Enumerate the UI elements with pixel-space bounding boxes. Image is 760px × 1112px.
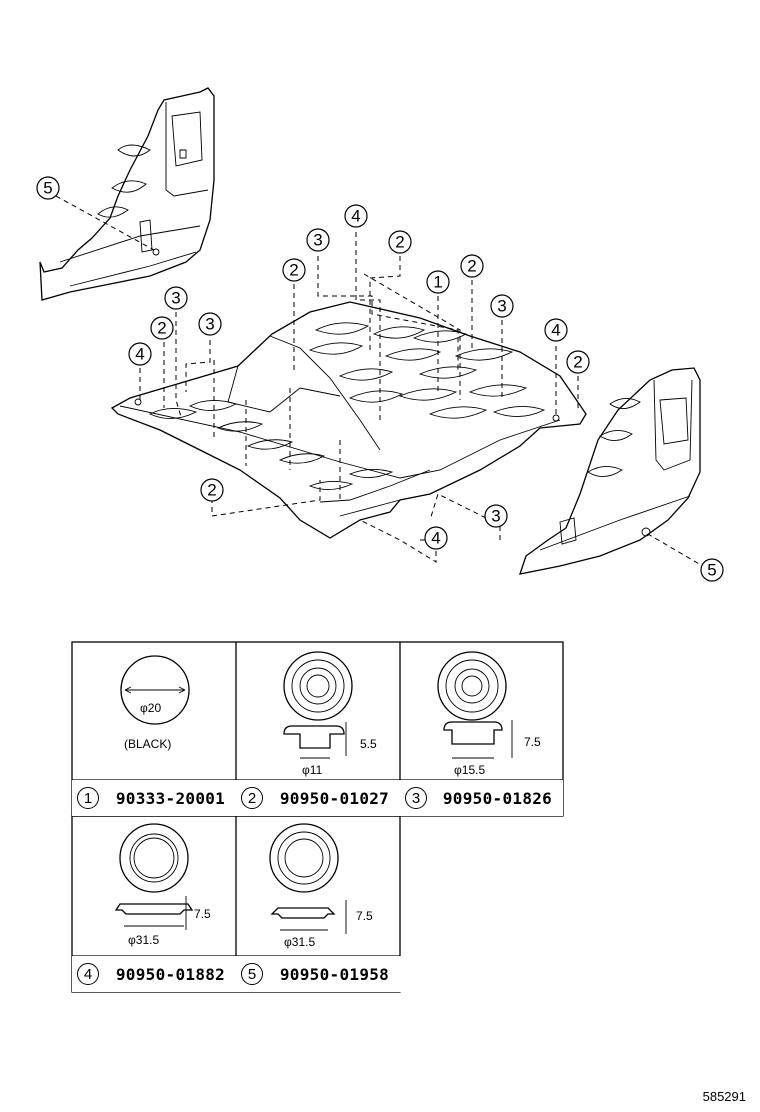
callout-5-left: 5 <box>36 176 60 200</box>
dimension-labels: φ20 (BLACK) 5.5 φ11 7.5 φ15.5 7.5 φ31.5 … <box>124 701 541 949</box>
part-row-5: 5 90950-01958 <box>236 956 401 992</box>
callout-2-left: 2 <box>150 316 174 340</box>
right-side-panel <box>519 367 701 575</box>
callout-3-left-b: 3 <box>198 312 222 336</box>
callout-2-right: 2 <box>460 254 484 278</box>
part-number-4: 90950-01882 <box>115 964 226 984</box>
part5-height: 7.5 <box>356 909 373 923</box>
svg-text:4: 4 <box>431 529 440 548</box>
callout-3-left-a: 3 <box>164 286 188 310</box>
svg-text:3: 3 <box>491 507 500 526</box>
svg-text:3: 3 <box>313 231 322 250</box>
callout-2-top: 2 <box>388 230 412 254</box>
floor-pan <box>110 301 587 539</box>
part4-height: 7.5 <box>194 907 211 921</box>
part3-height: 7.5 <box>524 735 541 749</box>
svg-text:5: 5 <box>43 179 52 198</box>
part4-dia: φ31.5 <box>128 933 159 947</box>
svg-text:2: 2 <box>395 233 404 252</box>
part-index-1: 1 <box>77 787 99 809</box>
callout-3-right: 3 <box>490 294 514 318</box>
part-number-1: 90333-20001 <box>115 788 226 808</box>
svg-text:4: 4 <box>351 207 360 226</box>
callout-1: 1 <box>426 270 450 294</box>
svg-text:2: 2 <box>467 257 476 276</box>
callout-2-far-right: 2 <box>566 350 590 374</box>
left-side-panel <box>39 87 215 301</box>
svg-text:2: 2 <box>289 261 298 280</box>
svg-text:2: 2 <box>207 481 216 500</box>
diagram-id: 585291 <box>702 1089 746 1104</box>
svg-text:3: 3 <box>497 297 506 316</box>
part2-height: 5.5 <box>360 737 377 751</box>
svg-text:5: 5 <box>707 561 716 580</box>
part-index-3: 3 <box>405 787 427 809</box>
part-index-2: 2 <box>241 787 263 809</box>
svg-text:4: 4 <box>135 345 144 364</box>
callout-4-left: 4 <box>128 342 152 366</box>
callout-3-top: 3 <box>306 228 330 252</box>
part1-note: (BLACK) <box>124 737 171 751</box>
callout-4-top: 4 <box>344 204 368 228</box>
svg-text:3: 3 <box>171 289 180 308</box>
callout-4-bottom: 4 <box>424 526 448 550</box>
callout-2-mid: 2 <box>282 258 306 282</box>
part-row-3: 3 90950-01826 <box>400 780 563 816</box>
svg-text:2: 2 <box>157 319 166 338</box>
svg-text:4: 4 <box>551 321 560 340</box>
callout-3-bottom: 3 <box>484 504 508 528</box>
part3-dia: φ15.5 <box>454 763 485 777</box>
part-row-2: 2 90950-01027 <box>236 780 401 816</box>
leader-lines <box>55 195 707 569</box>
part1-dia: φ20 <box>140 701 161 715</box>
part-number-2: 90950-01027 <box>279 788 390 808</box>
callout-group: 5 4 3 2 2 1 2 3 4 2 3 2 3 4 2 3 4 5 <box>36 176 724 582</box>
svg-text:3: 3 <box>205 315 214 334</box>
callout-2-bottom: 2 <box>200 478 224 502</box>
svg-text:2: 2 <box>573 353 582 372</box>
part-number-3: 90950-01826 <box>442 788 553 808</box>
part-row-1: 1 90333-20001 <box>72 780 237 816</box>
part2-dia: φ11 <box>302 763 323 777</box>
part-index-4: 4 <box>77 963 99 985</box>
part5-dia: φ31.5 <box>284 935 315 949</box>
part-index-5: 5 <box>241 963 263 985</box>
callout-4-right: 4 <box>544 318 568 342</box>
part-number-5: 90950-01958 <box>279 964 390 984</box>
callout-5-right: 5 <box>700 558 724 582</box>
part-row-4: 4 90950-01882 <box>72 956 237 992</box>
svg-text:1: 1 <box>433 273 442 292</box>
